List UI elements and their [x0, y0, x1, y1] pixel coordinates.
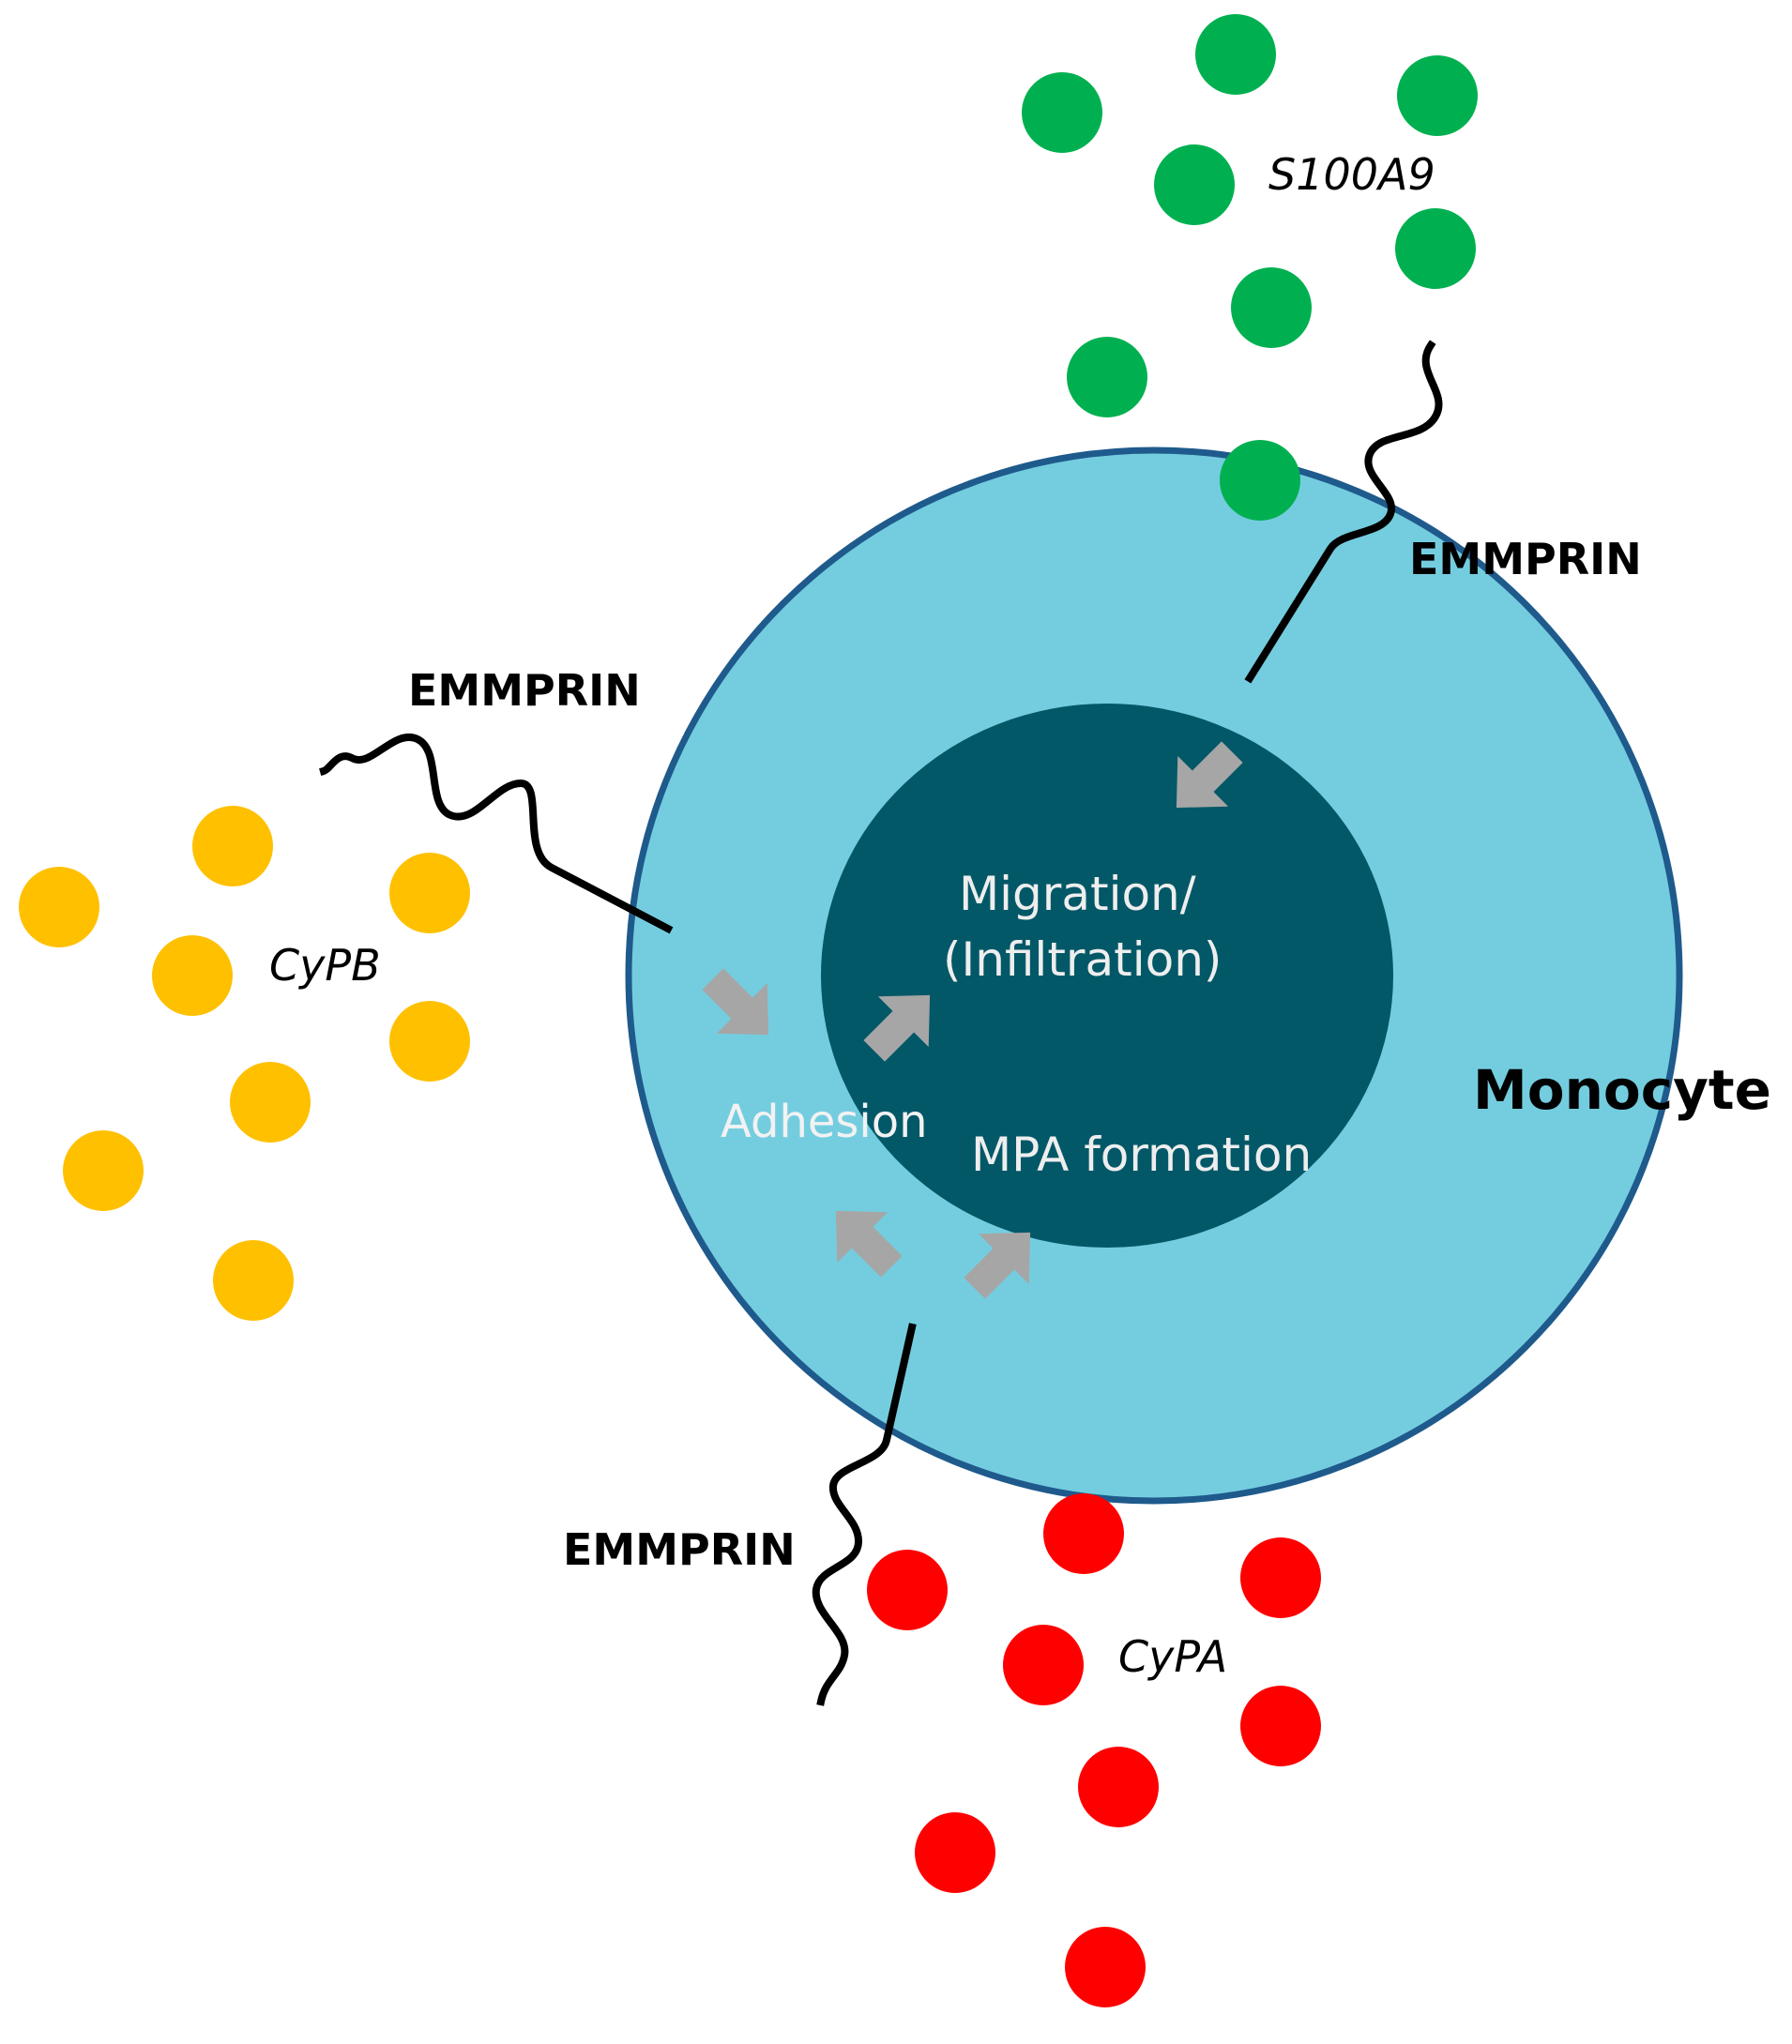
s100a9-particles [1022, 14, 1478, 521]
s100a9-particle [1397, 55, 1478, 136]
cypb-label: CyPB [269, 940, 381, 991]
cypb-particle [230, 1062, 311, 1143]
s100a9-particle [1067, 337, 1147, 417]
cypa-particle [1240, 1686, 1321, 1766]
s100a9-particle [1220, 440, 1300, 521]
emmprin-receptor-left [319, 734, 674, 934]
emmprin-receptor-top [1244, 340, 1443, 684]
arrow-cypb-to-adhesion [702, 968, 769, 1036]
cypa-particle [915, 1812, 995, 1893]
emmprin-label-bottom: EMMPRIN [563, 1524, 796, 1575]
migration-label-line1: Migration/ [959, 867, 1196, 921]
s100a9-particle [1231, 267, 1312, 348]
cypb-particle [213, 1240, 294, 1321]
s100a9-particle [1154, 144, 1235, 225]
cypa-particle [1065, 1927, 1146, 2007]
s100a9-particle [1395, 208, 1476, 289]
cypb-particle [19, 867, 99, 947]
mpa-formation-label: MPA formation [971, 1128, 1312, 1182]
s100a9-label: S100A9 [1268, 149, 1435, 200]
cypa-particle [1043, 1493, 1124, 1574]
adhesion-label: Adhesion [721, 1096, 928, 1148]
s100a9-particle [1022, 72, 1102, 153]
migration-label-line2: (Infiltration) [943, 932, 1222, 987]
cypb-particle [152, 935, 233, 1016]
cypa-particle [1078, 1747, 1159, 1827]
cypa-particle [1240, 1537, 1321, 1618]
cypb-particle [389, 853, 470, 933]
cypa-particle [867, 1550, 948, 1630]
emmprin-label-top: EMMPRIN [1409, 534, 1642, 584]
arrow-emmprin-to-migration [1176, 741, 1243, 809]
emmprin-label-left: EMMPRIN [408, 665, 641, 716]
cypa-particles [867, 1493, 1321, 2007]
s100a9-particle [1195, 14, 1276, 95]
monocyte-nucleus [821, 704, 1393, 1248]
arrow-adhesion-to-migration [863, 994, 931, 1062]
emmprin-receptor-bottom [812, 1323, 917, 1706]
arrow-cypa-to-adhesion [835, 1210, 903, 1278]
cypb-particle [389, 1001, 470, 1082]
cypa-particle [1003, 1625, 1084, 1705]
cypb-particle [63, 1130, 144, 1211]
cypa-label: CyPA [1118, 1631, 1227, 1682]
arrow-cypa-to-mpa-formation [964, 1232, 1031, 1299]
cypb-particles [19, 806, 470, 1321]
monocyte-label: Monocyte [1473, 1058, 1771, 1122]
cypb-particle [192, 806, 273, 886]
